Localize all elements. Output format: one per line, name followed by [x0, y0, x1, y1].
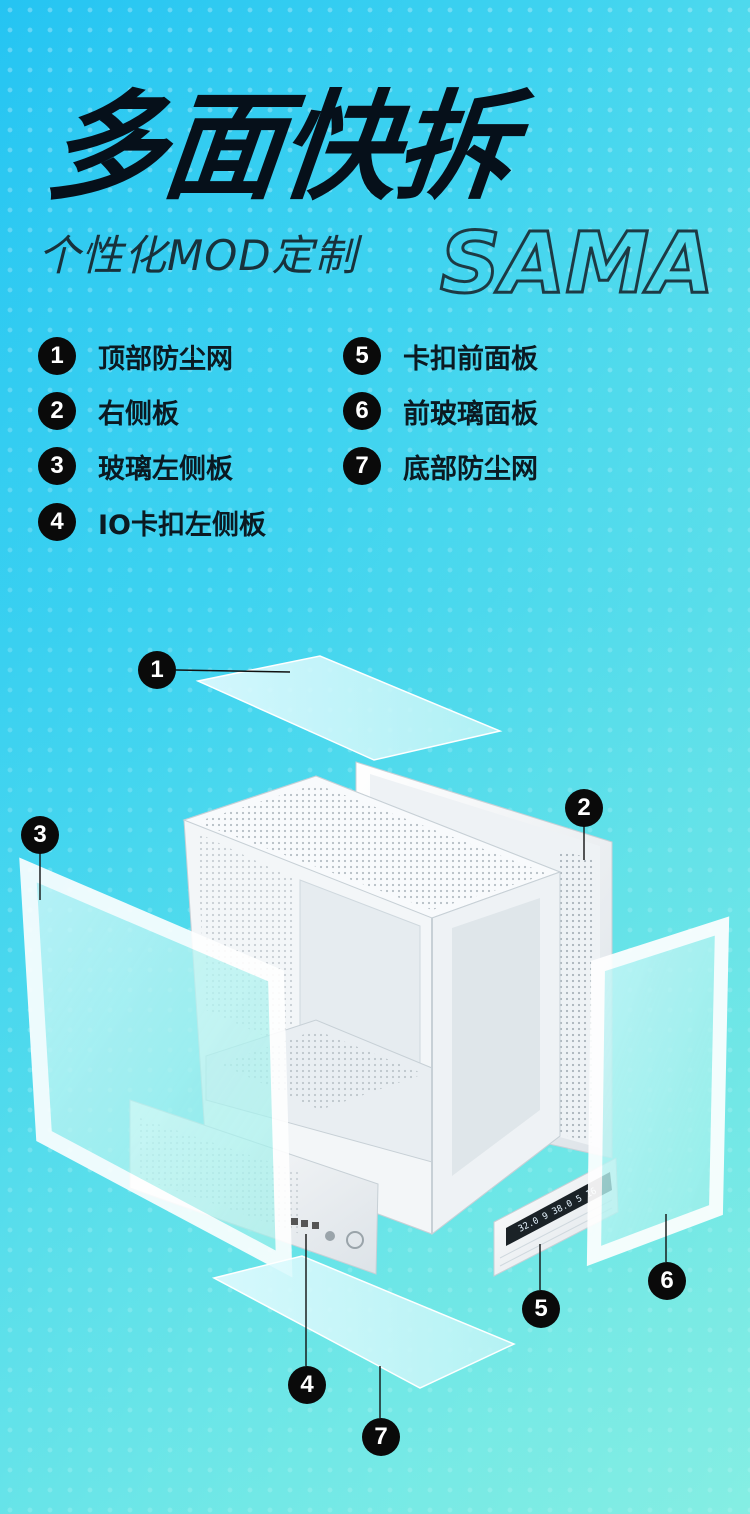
legend-item-top-dust-filter: 1 顶部防尘网 [38, 336, 233, 376]
legend-number-marker: 3 [38, 447, 76, 485]
callout-marker-2: 2 [565, 789, 603, 827]
headline-subtitle: 个性化MOD定制 [38, 231, 358, 280]
callout-marker-3: 3 [21, 816, 59, 854]
exploded-case-diagram: 32.0 9 38.0 5 16 [19, 655, 730, 1418]
legend-number-marker: 2 [38, 392, 76, 430]
callout-marker-7: 7 [362, 1418, 400, 1456]
legend-number-marker: 1 [38, 337, 76, 375]
legend-item-bottom-dust-filter: 7 底部防尘网 [343, 446, 538, 486]
case-frame-part [182, 775, 562, 1236]
legend-label: 玻璃左侧板 [98, 453, 233, 485]
callout-marker-6: 6 [648, 1262, 686, 1300]
legend-number-marker: 6 [343, 392, 381, 430]
logo-text: SAMA [440, 222, 714, 298]
legend-label: 卡扣前面板 [403, 343, 538, 375]
callout-marker-1: 1 [138, 651, 176, 689]
callout-leader-lines [39, 669, 667, 1418]
legend-item-front-glass-panel: 6 前玻璃面板 [343, 391, 538, 431]
legend-item-glass-left-panel: 3 玻璃左侧板 [38, 446, 233, 486]
legend-label: 右侧板 [98, 398, 179, 430]
legend-label: IO卡扣左侧板 [98, 509, 266, 541]
headline-title: 多面快拆 [40, 78, 520, 216]
legend-item-clip-front-panel: 5 卡扣前面板 [343, 336, 538, 376]
clip-front-panel-part: 32.0 9 38.0 5 16 [493, 1157, 619, 1277]
callout-marker-4: 4 [288, 1366, 326, 1404]
legend-item-right-panel: 2 右侧板 [38, 391, 179, 431]
legend-label: 底部防尘网 [403, 453, 538, 485]
top-dust-filter-part [195, 655, 503, 761]
front-glass-panel-part [586, 916, 730, 1267]
legend-label: 前玻璃面板 [403, 398, 538, 430]
legend-number-marker: 7 [343, 447, 381, 485]
legend-label: 顶部防尘网 [98, 343, 233, 375]
legend-item-io-left-panel: 4 IO卡扣左侧板 [38, 502, 266, 542]
bottom-dust-filter-part [211, 1255, 516, 1389]
legend-number-marker: 5 [343, 337, 381, 375]
callout-marker-5: 5 [522, 1290, 560, 1328]
legend-number-marker: 4 [38, 503, 76, 541]
sama-logo: SAMA [439, 222, 716, 298]
